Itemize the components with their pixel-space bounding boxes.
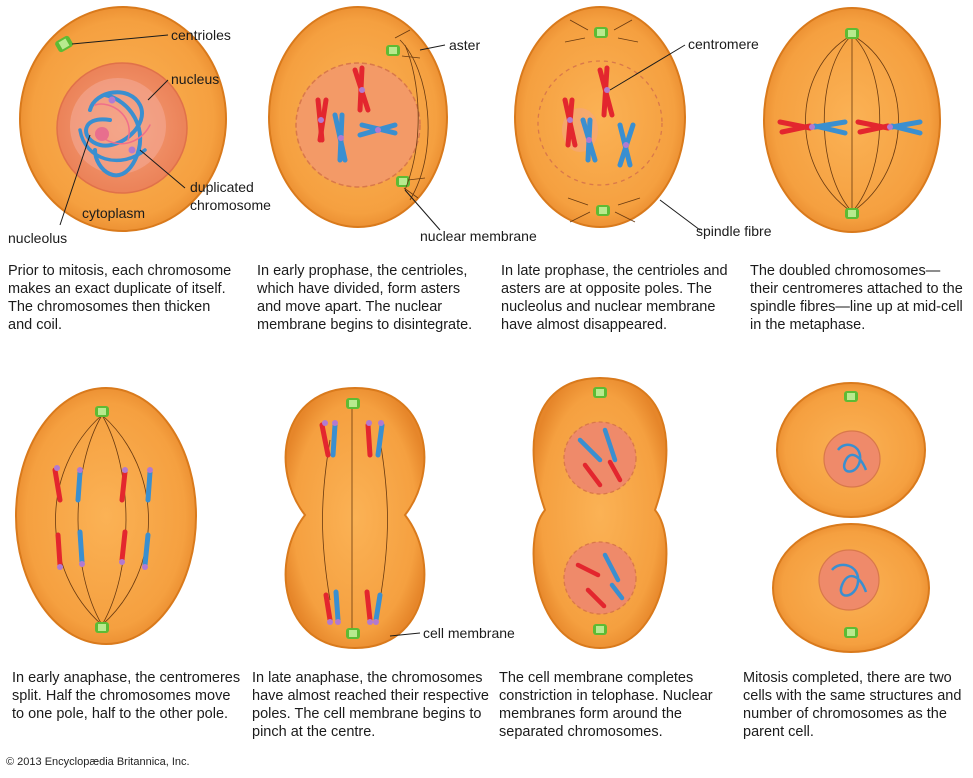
nucleus-top <box>824 431 880 487</box>
cell-7-telophase <box>534 378 667 648</box>
copyright-notice: © 2013 Encyclopædia Britannica, Inc. <box>6 756 190 768</box>
cell-body <box>286 388 425 648</box>
nucleolus <box>95 127 109 141</box>
label-cytoplasm: cytoplasm <box>82 205 145 221</box>
cell-body <box>515 7 685 227</box>
label-duplicated-chromosome-line2: chromosome <box>190 197 271 213</box>
label-aster: aster <box>449 37 480 53</box>
label-nucleolus: nucleolus <box>8 230 67 246</box>
cell-8-daughter-cells <box>773 383 929 652</box>
caption-late-prophase: In late prophase, the centrioles and ast… <box>501 262 741 334</box>
caption-early-anaphase: In early anaphase, the centromeres split… <box>12 669 252 723</box>
caption-interphase: Prior to mitosis, each chromosome makes … <box>8 262 248 334</box>
cell-3-late-prophase <box>515 7 685 227</box>
cell-body <box>16 388 196 644</box>
cell-4-metaphase <box>764 8 940 232</box>
cell-5-early-anaphase <box>16 388 196 644</box>
caption-telophase: The cell membrane completes constriction… <box>499 669 739 741</box>
cell-2-early-prophase <box>269 7 447 227</box>
nucleus-bottom <box>819 550 879 610</box>
caption-metaphase: The doubled chromosomes— their centromer… <box>750 262 972 334</box>
label-nuclear-membrane: nuclear membrane <box>420 228 537 244</box>
caption-completed: Mitosis completed, there are two cells w… <box>743 669 971 741</box>
label-duplicated-chromosome-line1: duplicated <box>190 179 254 195</box>
caption-early-prophase: In early prophase, the centrioles, which… <box>257 262 497 334</box>
label-centromere: centromere <box>688 36 759 52</box>
label-cell-membrane: cell membrane <box>423 625 515 641</box>
label-nucleus: nucleus <box>171 71 219 87</box>
caption-late-anaphase: In late anaphase, the chromosomes have a… <box>252 669 494 741</box>
label-centrioles: centrioles <box>171 27 231 43</box>
label-spindle-fibre: spindle fibre <box>696 223 772 239</box>
cell-6-late-anaphase <box>286 388 425 648</box>
